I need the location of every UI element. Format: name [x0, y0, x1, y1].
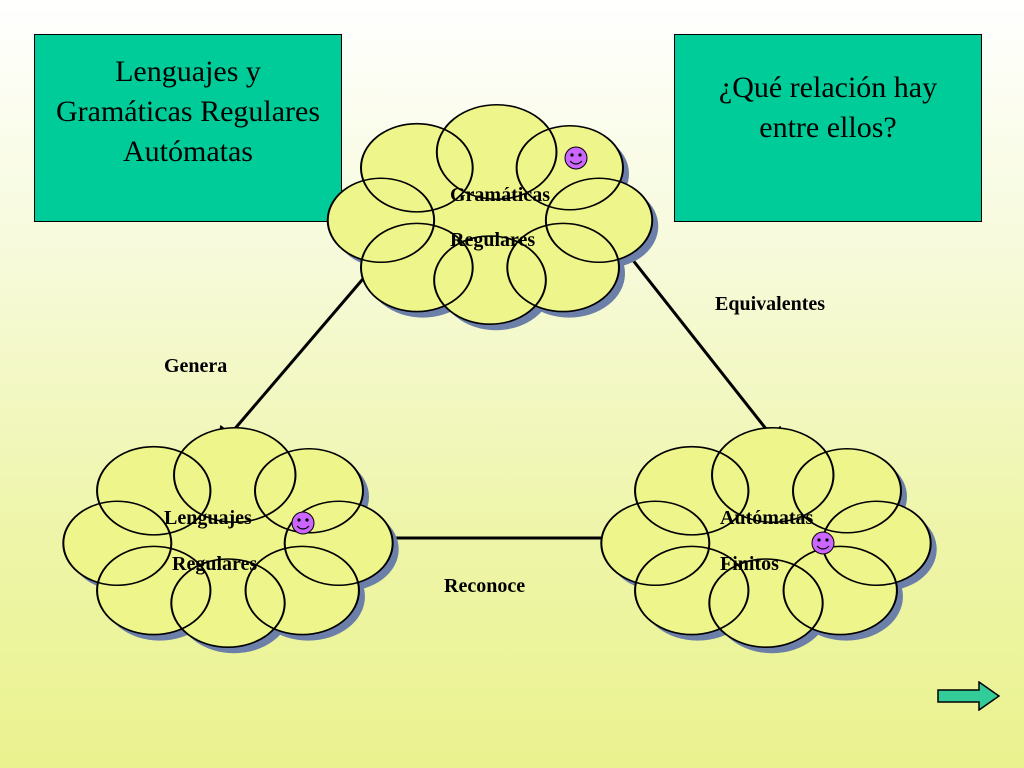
title-line-1: Lenguajes y: [115, 55, 261, 88]
automata-label-2: Finitos: [720, 553, 779, 575]
smiley-icon: [564, 146, 588, 170]
question-line-2: entre ellos?: [759, 111, 897, 144]
edge-generates: [213, 265, 376, 455]
languages-label-2: Regulares: [172, 553, 257, 575]
grammars-label-2: Regulares: [450, 229, 535, 251]
next-arrow-icon[interactable]: [937, 681, 1001, 711]
automata-label-1: Autómatas: [720, 507, 814, 529]
title-line-2: Gramáticas Regulares: [55, 95, 321, 128]
languages-label-1: Lenguajes: [164, 507, 252, 529]
smiley-icon: [291, 511, 315, 535]
edge-label-equivalent: Equivalentes: [715, 293, 825, 315]
cloud-languages: Lenguajes Regulares: [62, 426, 399, 654]
title-box: Lenguajes y Gramáticas Regulares Autómat…: [34, 34, 342, 222]
title-line-3: Autómatas: [123, 135, 253, 168]
smiley-icon: [811, 531, 835, 555]
question-line-1: ¿Qué relación hay: [718, 71, 938, 104]
cloud-grammars: Gramáticas Regulares: [326, 103, 659, 331]
edge-label-generates: Genera: [164, 355, 227, 377]
grammars-label-1: Gramáticas: [450, 184, 550, 206]
question-box: ¿Qué relación hay entre ellos?: [674, 34, 982, 222]
edge-equivalent: [615, 237, 787, 456]
edge-label-recognizes: Reconoce: [444, 575, 525, 597]
cloud-automata: Autómatas Finitos: [600, 426, 937, 654]
